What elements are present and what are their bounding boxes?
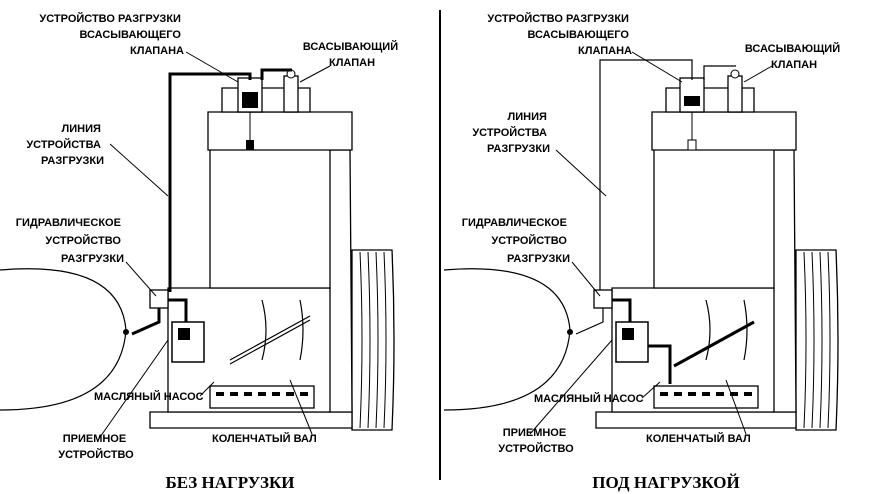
right-label-unloader-line: ЛИНИЯ УСТРОЙСТВА РАЗГРУЗКИ	[472, 111, 550, 155]
right-cylinder	[653, 145, 775, 289]
right-unloader-cap	[679, 77, 705, 113]
left-label-oil-pump: МАСЛЯНЫЙ НАСОС	[94, 390, 204, 403]
left-flywheel	[351, 249, 395, 431]
right-suction-valve	[727, 75, 743, 113]
left-crankshaft-bed	[209, 385, 315, 409]
left-cylinder	[209, 145, 331, 289]
right-label-hydraulic-unloader: ГИДРАВЛИЧЕСКОЕ УСТРОЙСТВО РАЗГРУЗКИ	[462, 217, 570, 265]
left-label-crankshaft: КОЛЕНЧАТЫЙ ВАЛ	[212, 432, 317, 445]
left-label-suction-valve: ВСАСЫВАЮЩИЙ КЛАПАН	[303, 40, 401, 69]
right-base	[595, 411, 797, 429]
right-label-intake: ПРИЕМНОЕ УСТРОЙСТВО	[498, 427, 574, 455]
right-side-housing	[771, 149, 797, 413]
right-panel: УСТРОЙСТВО РАЗГРУЗКИ ВСАСЫВАЮЩЕГО КЛАПАН…	[443, 12, 843, 492]
right-label-suction-valve: ВСАСЫВАЮЩИЙ КЛАПАН	[745, 42, 843, 71]
left-side-housing	[327, 149, 353, 413]
left-intake	[0, 268, 127, 411]
left-label-hydraulic-unloader: ГИДРАВЛИЧЕСКОЕ УСТРОЙСТВО РАЗГРУЗКИ	[16, 217, 124, 265]
right-crankshaft-bed	[653, 385, 759, 409]
left-label-unloader-title: УСТРОЙСТВО РАЗГРУЗКИ ВСАСЫВАЮЩЕГО КЛАПАН…	[39, 12, 184, 57]
left-suction-valve	[283, 75, 299, 113]
left-label-intake: ПРИЕМНОЕ УСТРОЙСТВО	[58, 433, 134, 461]
right-cylinder-head	[651, 111, 797, 151]
right-caption: ПОД НАГРУЗКОЙ	[592, 473, 739, 492]
left-panel: УСТРОЙСТВО РАЗГРУЗКИ ВСАСЫВАЮЩЕГО КЛАПАН…	[0, 12, 401, 492]
right-intake	[443, 268, 571, 411]
left-cylinder-head	[207, 111, 353, 151]
right-label-crankshaft: КОЛЕНЧАТЫЙ ВАЛ	[646, 432, 751, 445]
right-flywheel	[795, 249, 839, 431]
left-caption: БЕЗ НАГРУЗКИ	[165, 473, 294, 492]
left-unloader-line	[168, 72, 252, 292]
right-label-oil-pump: МАСЛЯНЫЙ НАСОС	[534, 392, 644, 405]
left-label-unloader-line: ЛИНИЯ УСТРОЙСТВА РАЗГРУЗКИ	[26, 123, 104, 167]
right-label-unloader-title: УСТРОЙСТВО РАЗГРУЗКИ ВСАСЫВАЮЩЕГО КЛАПАН…	[487, 12, 632, 57]
left-base	[149, 411, 353, 429]
